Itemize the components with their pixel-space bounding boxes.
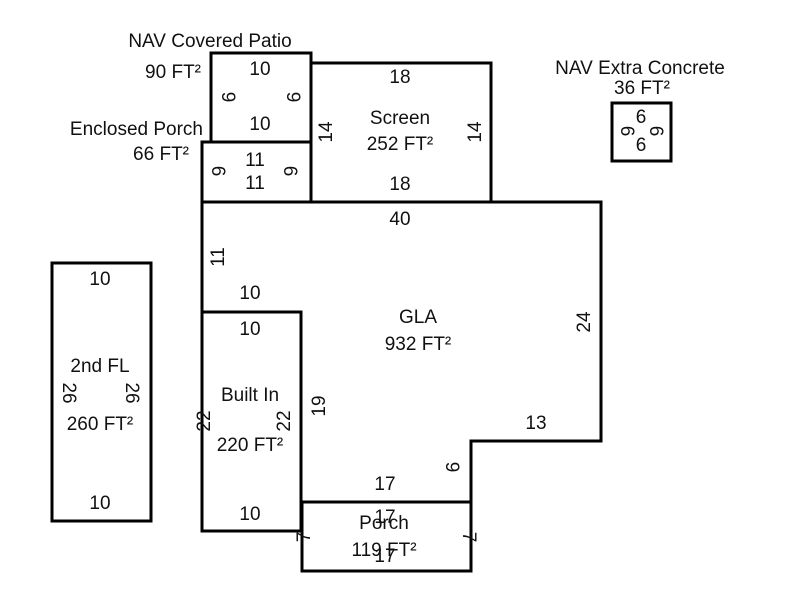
dim-built-in-left: 22 (194, 410, 215, 431)
area-gla[interactable]: GLA 932 FT² 40 24 13 9 17 19 10 11 (200, 200, 603, 504)
second-floor-area: 260 FT² (67, 414, 134, 435)
area-second-floor[interactable]: 2nd FL 260 FT² 10 10 26 26 (50, 261, 153, 523)
dim-nav-extra-concrete-left: 6 (616, 126, 637, 137)
dim-gla-step-top: 13 (525, 413, 546, 434)
enclosed-porch-label: Enclosed Porch (70, 119, 203, 140)
nav-extra-concrete-label: NAV Extra Concrete (555, 58, 725, 79)
built-in-outline (200, 310, 303, 533)
nav-covered-patio-label: NAV Covered Patio (128, 31, 291, 52)
dim-built-in-top: 10 (239, 319, 260, 340)
dim-enclosed-porch-top: 11 (245, 150, 265, 171)
dim-gla-inner-side: 19 (309, 395, 330, 416)
dim-gla-right: 24 (574, 311, 595, 333)
gla-label: GLA (399, 307, 437, 328)
nav-covered-patio-area: 90 FT² (145, 62, 201, 83)
dim-built-in-right: 22 (274, 410, 295, 431)
dim-enclosed-porch-right: 6 (279, 166, 300, 177)
area-porch[interactable]: Porch 119 FT² 17 17 7 7 (294, 500, 479, 573)
dim-porch-left: 7 (294, 532, 315, 543)
nav-extra-concrete-area: 36 FT² (614, 78, 670, 99)
dim-second-floor-right: 26 (121, 382, 142, 403)
dim-nav-extra-concrete-right: 6 (645, 126, 666, 137)
area-nav-extra-concrete[interactable]: NAV Extra Concrete 36 FT² 6 6 6 6 (555, 58, 725, 163)
dim-enclosed-porch-left: 6 (207, 166, 228, 177)
dim-gla-left: 11 (208, 247, 229, 267)
built-in-area: 220 FT² (217, 435, 284, 456)
dim-screen-right: 14 (465, 121, 486, 143)
dim-nav-covered-patio-bottom: 10 (249, 114, 270, 135)
dim-gla-bottom: 17 (374, 474, 395, 495)
built-in-label: Built In (221, 385, 279, 406)
dim-screen-left: 14 (316, 121, 337, 143)
dim-screen-bottom: 18 (389, 174, 410, 195)
dim-enclosed-porch-bottom: 11 (245, 173, 265, 194)
dim-gla-step-side: 9 (441, 462, 462, 473)
dim-gla-top: 40 (389, 209, 410, 230)
screen-label: Screen (370, 108, 430, 129)
dim-nav-covered-patio-top: 10 (249, 59, 270, 80)
dim-built-in-bottom: 10 (239, 504, 260, 525)
second-floor-outline (50, 261, 153, 523)
porch-label: Porch (359, 513, 409, 534)
dim-screen-top: 18 (389, 67, 410, 88)
dim-second-floor-bottom: 10 (89, 493, 110, 514)
second-floor-label: 2nd FL (70, 356, 129, 377)
dim-nav-extra-concrete-top: 6 (636, 107, 647, 128)
area-nav-covered-patio[interactable]: NAV Covered Patio 90 FT² 10 10 9 9 (128, 31, 313, 144)
enclosed-porch-area: 66 FT² (133, 144, 189, 165)
dim-second-floor-left: 26 (58, 382, 79, 403)
dim-nav-covered-patio-right: 9 (282, 92, 303, 103)
screen-area: 252 FT² (367, 134, 434, 155)
gla-area: 932 FT² (385, 334, 452, 355)
area-built-in[interactable]: Built In 220 FT² 10 10 22 22 (194, 310, 303, 533)
porch-area: 119 FT² (351, 540, 416, 561)
area-enclosed-porch[interactable]: Enclosed Porch 66 FT² 11 11 6 6 (70, 119, 313, 204)
area-screen[interactable]: Screen 252 FT² 18 18 14 14 (309, 61, 493, 204)
dim-second-floor-top: 10 (89, 269, 110, 290)
nav-extra-concrete-outline (610, 101, 673, 163)
dim-porch-bottom: 17 (374, 546, 395, 567)
dim-porch-top: 17 (374, 507, 395, 528)
porch-outline (300, 500, 473, 573)
dim-nav-covered-patio-left: 9 (217, 92, 238, 103)
dim-porch-right: 7 (458, 532, 479, 543)
dim-nav-extra-concrete-bottom: 6 (636, 135, 647, 156)
dim-gla-inner-top: 10 (239, 283, 260, 304)
